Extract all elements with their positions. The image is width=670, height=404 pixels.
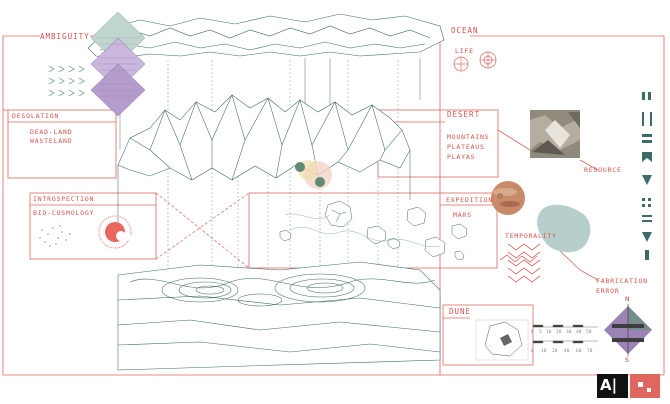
icon-column — [642, 92, 652, 260]
dot-scatter — [39, 225, 71, 247]
scale-tick: 70 — [587, 349, 593, 354]
scale-tick: 10 — [546, 330, 552, 335]
diamond-stack — [90, 11, 146, 117]
label-expedition: EXPEDITION — [446, 196, 494, 204]
label-desolation: DESOLATION — [12, 112, 60, 120]
expedition-path — [284, 213, 441, 247]
label-dead-land: DEAD-LAND — [30, 128, 73, 136]
scale-tick: 30 — [566, 330, 572, 335]
label-mars: MARS — [453, 211, 472, 219]
label-ambiguity: AMBIGUITY — [40, 32, 90, 41]
label-temporality: TEMPORALITY — [505, 232, 557, 240]
mountain-mesh — [117, 94, 411, 230]
chevron-arrows — [48, 66, 85, 96]
logo-mark: A| — [600, 376, 618, 394]
label-bio-cosmology: BIO-COSMOLOGY — [33, 209, 95, 217]
label-wasteland: WASTELAND — [30, 137, 73, 145]
rock-cluster — [279, 200, 468, 261]
scale-tick: 0 — [531, 330, 534, 335]
label-introspection: INTROSPECTION — [33, 195, 95, 203]
satellite-image — [530, 110, 580, 158]
sphere-cluster — [295, 160, 332, 189]
dune-map — [475, 319, 529, 361]
compass-north: N — [625, 296, 630, 303]
label-ocean: OCEAN — [451, 26, 479, 35]
dashed-connector-x — [155, 192, 250, 269]
label-life: LIFE — [455, 47, 474, 55]
scale-tick: 0 — [531, 349, 534, 354]
scale-tick: 20 — [556, 330, 562, 335]
scale-tick: 20 — [552, 349, 558, 354]
scale-tick: 40 — [564, 349, 570, 354]
label-error: ERROR — [596, 287, 620, 295]
radial-glyph — [98, 215, 132, 249]
label-playas: PLAYAS — [447, 153, 476, 161]
compass-south: S — [625, 357, 629, 364]
logo — [597, 374, 660, 398]
label-desert: DESERT — [447, 110, 481, 119]
ocean-sheet — [87, 13, 445, 59]
label-fabrication: FABRICATION — [596, 277, 648, 285]
label-mountains: MOUNTAINS — [447, 133, 490, 141]
fabrication-blob — [537, 204, 591, 253]
temporality-glyph — [507, 243, 541, 283]
label-dune: DUNE — [449, 307, 472, 316]
scale-bar — [532, 324, 598, 344]
life-icons — [453, 51, 497, 72]
label-plateaus: PLATEAUS — [447, 143, 485, 151]
scale-tick: 10 — [541, 349, 547, 354]
label-resource: RESOURCE — [584, 166, 622, 174]
mars-planet — [491, 181, 525, 215]
scale-tick: 60 — [576, 349, 582, 354]
terrain-block — [117, 261, 441, 371]
compass-rose — [604, 304, 652, 356]
scale-tick: 50 — [586, 330, 592, 335]
scale-tick: 40 — [576, 330, 582, 335]
scale-tick: 5 — [539, 330, 542, 335]
